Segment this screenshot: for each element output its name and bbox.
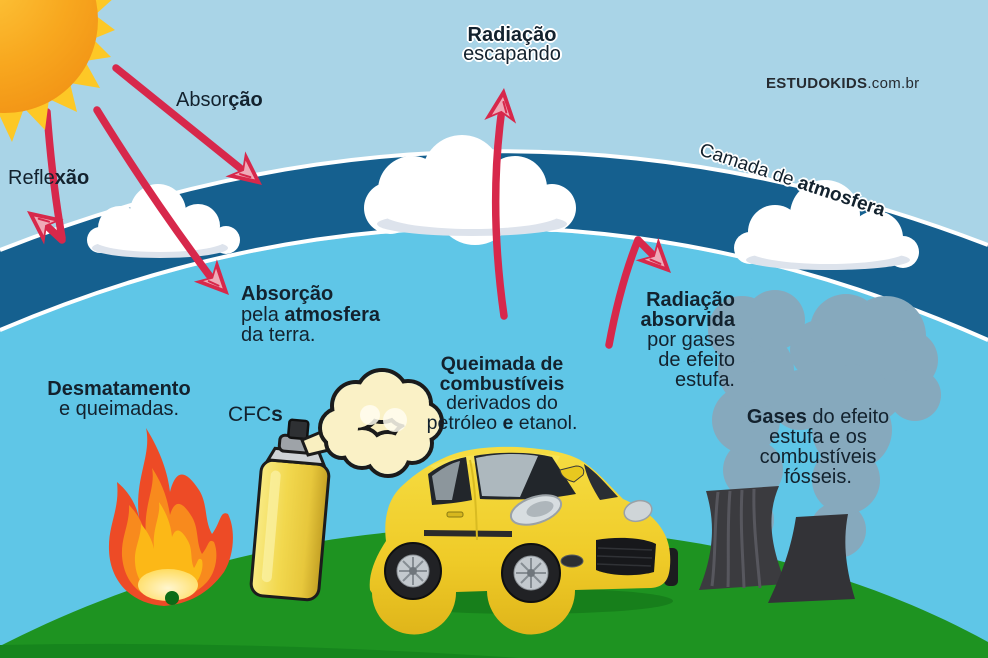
label-reflexao: Reflexão: [8, 167, 90, 189]
absorbed-radiation-arrow: [605, 236, 684, 349]
reflection-arrow: [16, 108, 66, 246]
label-queimada-combustiveis: Queimada de combustíveis derivados do pe…: [426, 353, 578, 434]
brand-watermark: ESTUDOKIDS.com.br: [766, 75, 920, 92]
label-radiacao-escapando: Radiação escapando: [463, 24, 561, 65]
car-wheel-rear: [384, 542, 442, 600]
escaping-radiation-arrow: [483, 85, 521, 320]
label-gases-efeito-estufa: Gases do efeito estufa e os combustíveis…: [746, 406, 890, 488]
label-radiacao-absorvida: Radiação absorvida por gases de efeito e…: [640, 289, 735, 391]
sun-icon: [0, 0, 115, 142]
spray-puff-icon: [318, 368, 444, 478]
arrows: [16, 64, 684, 349]
car-icon: [369, 446, 678, 635]
label-absorcao-atmosfera-terra: Absorção pela atmosfera da terra.: [241, 283, 380, 346]
label-desmatamento: Desmatamento e queimadas.: [47, 378, 191, 420]
cloud-icon-left: [87, 184, 240, 258]
label-absorcao: Absorção: [176, 89, 263, 111]
absorption-arrow: [112, 64, 273, 199]
fire-icon: [108, 428, 233, 606]
car-wheel-front: [501, 543, 561, 603]
cooling-towers-icon: [699, 486, 855, 603]
cloud-icon-right: [734, 180, 919, 270]
absorption-earth-arrow: [93, 106, 242, 308]
label-cfcs: CFCs: [228, 403, 283, 426]
